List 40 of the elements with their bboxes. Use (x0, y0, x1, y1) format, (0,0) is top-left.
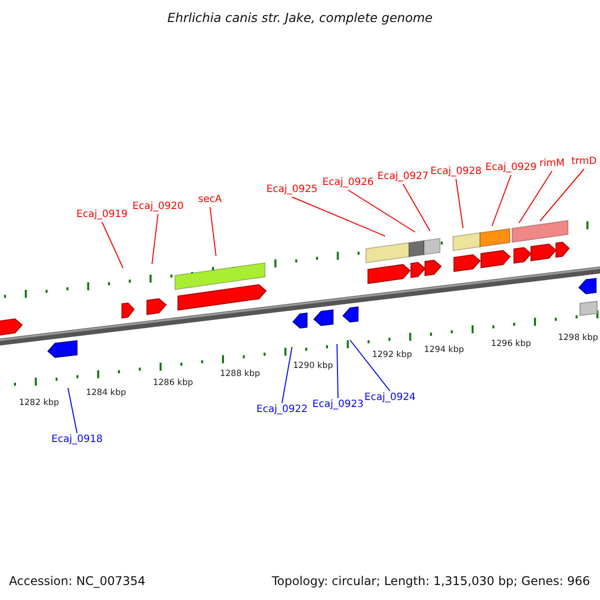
gene-label: Ecaj_0923 (312, 399, 364, 411)
leader-line (292, 196, 386, 236)
gene-label: Ecaj_0924 (364, 392, 416, 404)
gene-label: Ecaj_0929 (485, 162, 537, 174)
scale-label: 1288 kbp (220, 369, 260, 379)
accession-text: Accession: NC_007354 (9, 574, 146, 588)
leader-line (518, 170, 552, 224)
leader-line (456, 178, 464, 228)
leader-line (102, 222, 124, 268)
scale-label: 1292 kbp (372, 350, 412, 360)
leader-line (152, 214, 158, 264)
scale-label: 1282 kbp (18, 398, 60, 408)
genome-summary-text: Topology: circular; Length: 1,315,030 bp; Genes: 966 (272, 574, 590, 588)
gene-label: Ecaj_0925 (266, 184, 318, 196)
scale-label: 1286 kbp (152, 378, 194, 388)
gene-label: Ecaj_0919 (76, 209, 128, 221)
scale-label: 1296 kbp (490, 339, 532, 349)
gene-label: Ecaj_0926 (322, 177, 374, 189)
scale-label: 1290 kbp (292, 361, 334, 371)
leader-line (68, 388, 78, 434)
gene-label: secA (198, 194, 222, 206)
leader-line (282, 346, 292, 404)
leader-line (492, 174, 512, 226)
gene-label: rimM (539, 158, 565, 170)
leader-line (540, 168, 584, 222)
gene-label: trmD (571, 156, 597, 168)
map-title: Ehrlichia canis str. Jake, complete genome (166, 10, 434, 25)
gene-label: Ecaj_0922 (256, 404, 308, 416)
leader-line (402, 184, 430, 232)
leader-line (210, 206, 216, 256)
scale-label: 1294 kbp (424, 345, 464, 355)
scale-label: 1298 kbp (558, 333, 598, 343)
scale-label: 1284 kbp (86, 388, 126, 398)
gene-label: Ecaj_0920 (132, 201, 184, 213)
gene-label: Ecaj_0918 (51, 434, 103, 446)
gene-label: Ecaj_0928 (430, 166, 482, 178)
leader-line (350, 340, 390, 392)
gene-label: Ecaj_0927 (377, 171, 429, 183)
leader-line (348, 190, 416, 232)
leader-line (336, 344, 338, 398)
